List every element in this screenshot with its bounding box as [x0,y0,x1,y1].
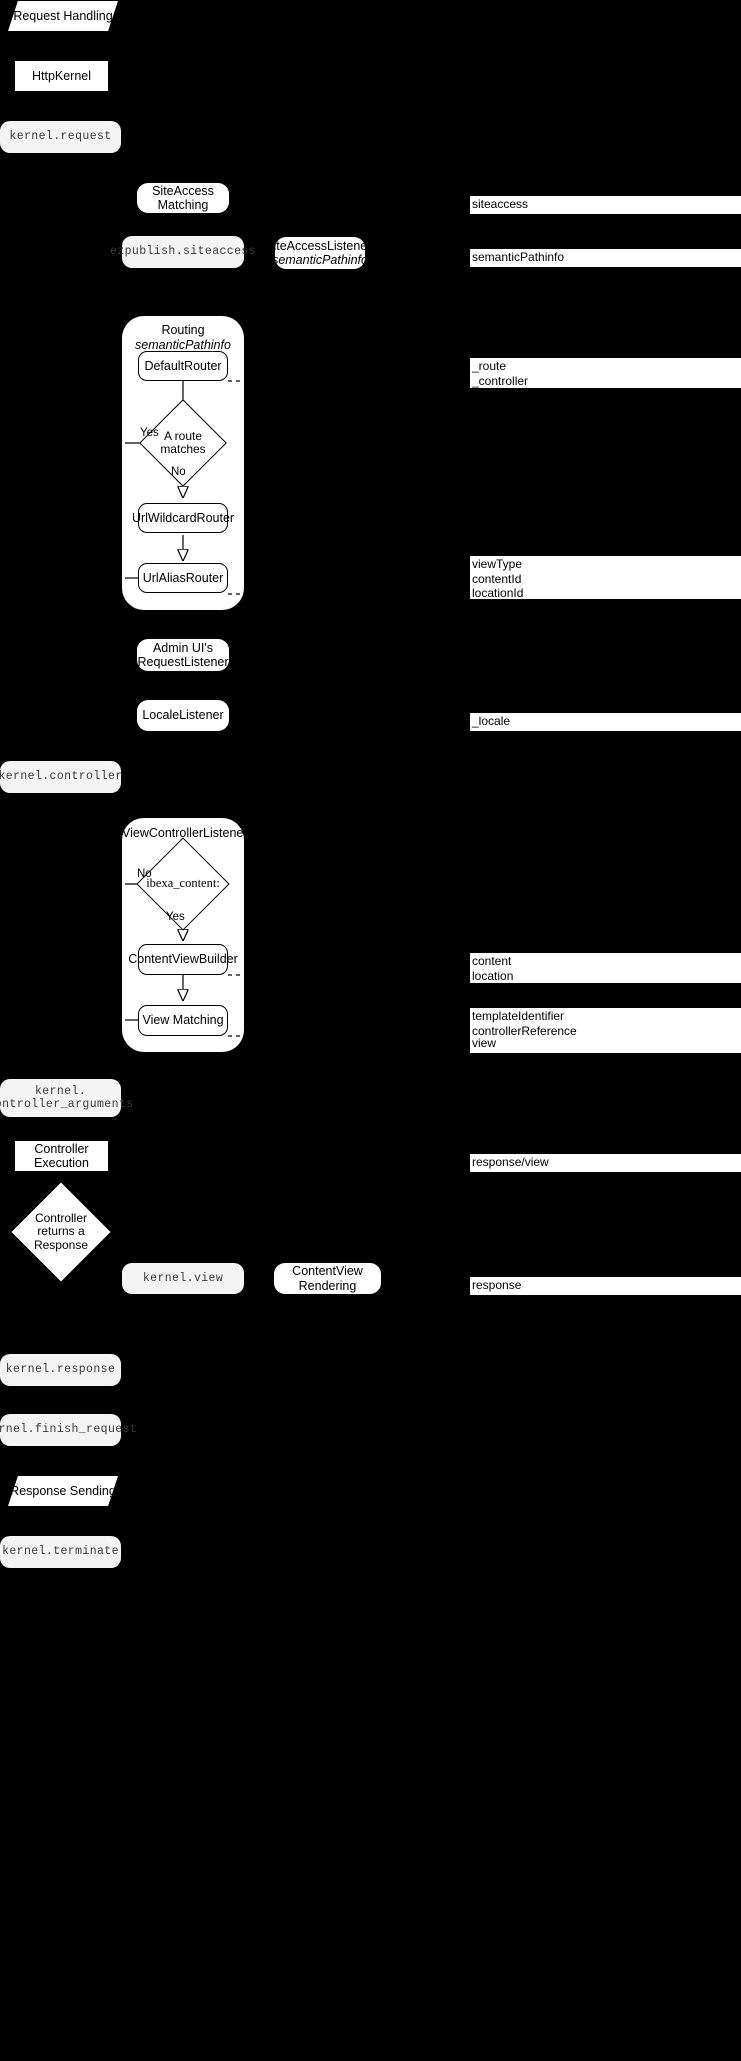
container-title-italic: semanticPathinfo [135,337,231,352]
event-label: ezpublish.siteaccess [109,245,257,259]
phase-banner-label: Request Handling [13,8,113,23]
decision-ibexa-content[interactable]: ibexa_content: [136,837,230,931]
event-kernel-response[interactable]: kernel.response [0,1354,121,1386]
decision-controller-returns-a-response[interactable]: Controller returns a Response [11,1182,111,1282]
node-url-alias-router[interactable]: UrlAliasRouter [138,563,228,593]
phase-banner-response-sending: Response Sending [8,1476,118,1506]
node-view-matching[interactable]: View Matching [138,1005,228,1036]
node-label: Controller Execution [34,1141,89,1170]
decision-label: Controller returns a Response [33,1211,89,1252]
event-label: kernel.request [9,130,112,144]
event-kernel-controller-arguments[interactable]: kernel. controller_arguments [0,1079,133,1117]
annotation-response: response [470,1277,741,1295]
decision-a-route-matches[interactable]: A route matches [139,399,227,487]
decision-label: ibexa_content: [146,876,220,891]
node-label: ContentViewBuilder [128,952,238,967]
annotation-view: view [470,1035,741,1053]
event-label: kernel.controller [0,770,123,784]
event-kernel-terminate[interactable]: kernel.terminate [0,1536,121,1568]
node-label: HttpKernel [31,68,92,83]
node-content-view-rendering[interactable]: ContentView Rendering [274,1263,381,1294]
node-label: UrlAliasRouter [142,570,224,585]
node-content-view-builder[interactable]: ContentViewBuilder [128,944,238,975]
event-kernel-controller[interactable]: kernel.controller [0,761,123,793]
edge-label-yes: Yes [140,427,159,439]
annotation-response-view: response/view [470,1154,741,1172]
node-siteaccess-listener[interactable]: SiteAccessListener: semanticPathinfo [265,237,375,269]
event-kernel-request[interactable]: kernel.request [0,121,121,153]
decision-label: A route matches [160,428,206,456]
event-label: kernel.view [142,1271,224,1285]
annotation-content-location: content location [470,953,741,983]
edge-label-no: No [137,868,152,880]
annotation-semantic-pathinfo: semanticPathinfo [470,249,741,267]
node-url-wildcard-router[interactable]: UrlWildcardRouter [132,503,234,533]
node-default-router[interactable]: DefaultRouter [138,351,228,381]
node-label-line1: SiteAccessListener: [265,238,375,253]
node-siteaccess-matching[interactable]: SiteAccess Matching [137,183,229,213]
event-kernel-finish-request[interactable]: kernel.finish_request [0,1414,137,1446]
phase-banner-request-handling: Request Handling [8,1,118,31]
node-label: SiteAccess Matching [152,183,214,212]
container-title-label: ViewControllerListener [122,826,248,840]
edge-label-yes: Yes [166,911,185,923]
annotation-siteaccess: siteaccess [470,196,741,214]
event-label: kernel. controller_arguments [0,1084,134,1111]
node-label: ContentView Rendering [292,1264,363,1293]
event-label: kernel.finish_request [0,1423,138,1437]
event-label: kernel.terminate [2,1545,119,1559]
node-label: LocaleListener [142,708,224,723]
node-http-kernel[interactable]: HttpKernel [15,61,108,91]
node-label: DefaultRouter [144,358,222,373]
node-admin-ui-request-listener[interactable]: Admin UI's RequestListener [137,639,229,671]
annotation-locale: _locale [470,713,741,731]
node-label-line2: RequestListener [137,655,229,669]
annotation-route-controller: _route _controller [470,358,741,388]
event-label: kernel.response [5,1363,116,1377]
node-label: UrlWildcardRouter [131,510,235,525]
node-label-line1: Admin UI's [152,640,214,655]
container-view-controller-listener-title: ViewControllerListener [122,826,248,841]
phase-banner-label: Response Sending [10,1483,116,1498]
event-ezpublish-siteaccess[interactable]: ezpublish.siteaccess [110,236,256,268]
node-controller-execution[interactable]: Controller Execution [15,1141,108,1171]
node-label-line2: semanticPathinfo [272,253,368,267]
event-kernel-view[interactable]: kernel.view [122,1263,244,1294]
annotation-view-content-location: viewType contentId locationId [470,556,741,600]
container-title-prefix: Routing [161,323,205,337]
node-label: View Matching [142,1013,224,1028]
edge-label-no: No [171,466,186,478]
node-locale-listener[interactable]: LocaleListener [137,700,229,731]
annotation-template-controller: templateIdentifier controllerReference [470,1008,741,1038]
